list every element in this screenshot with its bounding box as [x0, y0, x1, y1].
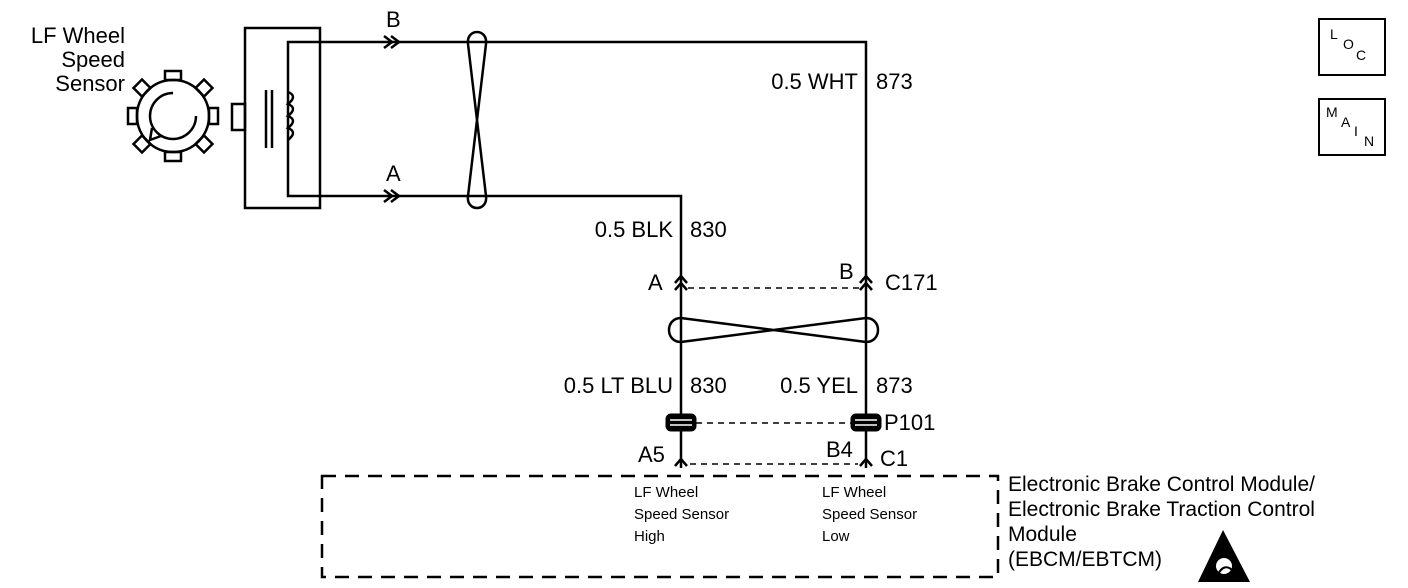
module-name-line: (EBCM/EBTCM) [1008, 548, 1162, 571]
twisted-pair-vertical [466, 30, 488, 210]
loc-tag-letter: O [1343, 36, 1354, 52]
module-connector-c1-label: C1 [880, 446, 909, 471]
sensor-name-line: LF Wheel [30, 23, 125, 48]
tone-ring-tooth [163, 69, 183, 82]
p101-splice-left [665, 413, 697, 432]
sensor-coil [285, 90, 295, 141]
module-name: Electronic Brake Control Module/ Electro… [1008, 472, 1315, 572]
main-tag[interactable]: M A I N [1318, 98, 1386, 156]
module-name-line: Electronic Brake Control Module/ [1008, 473, 1315, 496]
module-boundary [320, 474, 1000, 579]
pin-description-line: High [634, 528, 665, 545]
connector-mark-a [383, 189, 402, 203]
module-pin-b4-label: B4 [826, 437, 853, 462]
pin-description-line: Speed Sensor [634, 506, 730, 523]
twisted-pair-horizontal [667, 316, 880, 344]
sensor-name: LF Wheel Speed Sensor [31, 24, 125, 96]
pin-description-line: Low [822, 528, 850, 545]
sensor-pin-b-label: B [386, 7, 401, 32]
sensor-mount-tab [230, 102, 247, 132]
loc-tag[interactable]: L O C [1318, 18, 1386, 76]
module-pin-b4-description: LF Wheel Speed Sensor Low [822, 482, 917, 548]
wire-873-color-label: 0.5 WHT [771, 69, 858, 94]
pin-description-line: LF Wheel [822, 484, 887, 501]
main-tag-letter: M [1326, 104, 1338, 120]
tone-ring-tooth [207, 106, 220, 126]
tone-ring-rotation-arrow [148, 91, 198, 141]
p101-connector-label: P101 [884, 410, 936, 435]
tone-ring-tooth [131, 77, 153, 99]
wire-873-white [320, 40, 868, 292]
pin-description-line: Speed Sensor [822, 506, 918, 523]
c171-pin-a-label: A [648, 270, 663, 295]
loc-tag-letter: L [1330, 26, 1338, 42]
module-pin-a5-description: LF Wheel Speed Sensor High [634, 482, 729, 548]
tone-ring-tooth [193, 133, 215, 155]
tone-ring-tooth [193, 77, 215, 99]
wire-830-circuit-label: 830 [690, 217, 727, 242]
wire-873-circuit-label: 873 [876, 69, 913, 94]
sensor-housing [243, 26, 322, 210]
main-tag-letter: I [1354, 123, 1358, 139]
connector-mark-b [383, 35, 402, 49]
wire-873-yel-color-label: 0.5 YEL [780, 373, 858, 398]
main-tag-letter: N [1364, 133, 1375, 149]
pin-description-line: LF Wheel [634, 484, 699, 501]
tone-ring-tooth [163, 150, 183, 163]
sensor-name-line: Sensor [55, 71, 125, 96]
wire-830-lt-blu-color-label: 0.5 LT BLU [563, 373, 673, 398]
module-pin-a5-label: A5 [638, 442, 665, 467]
module-name-line: Module [1008, 523, 1077, 546]
c171-mark-b [859, 274, 873, 291]
loc-tag-letter: C [1356, 47, 1367, 63]
c171-connector-label: C171 [885, 270, 938, 295]
wire-830-lt-blu-circuit-label: 830 [690, 373, 727, 398]
sensor-coil-frame [286, 40, 320, 198]
tone-ring-tooth [126, 106, 139, 126]
c171-pin-b-label: B [839, 259, 854, 284]
tone-ring-rotation-arrowhead [148, 127, 162, 142]
wire-830-color-label: 0.5 BLK [594, 217, 673, 242]
esd-warning-icon [1198, 530, 1250, 582]
tone-ring-tooth [131, 133, 153, 155]
main-tag-letter: A [1341, 114, 1351, 130]
module-pin-a5-mark [674, 457, 688, 467]
p101-splice-right [850, 413, 882, 432]
wire-830-black [320, 194, 683, 292]
sensor-pin-a-label: A [386, 161, 401, 186]
sensor-name-line: Speed [61, 47, 125, 72]
module-pin-b4-mark [859, 457, 873, 467]
wire-873-yel-circuit-label: 873 [876, 373, 913, 398]
c171-mark-a [674, 274, 688, 291]
module-name-line: Electronic Brake Traction Control [1008, 498, 1315, 521]
